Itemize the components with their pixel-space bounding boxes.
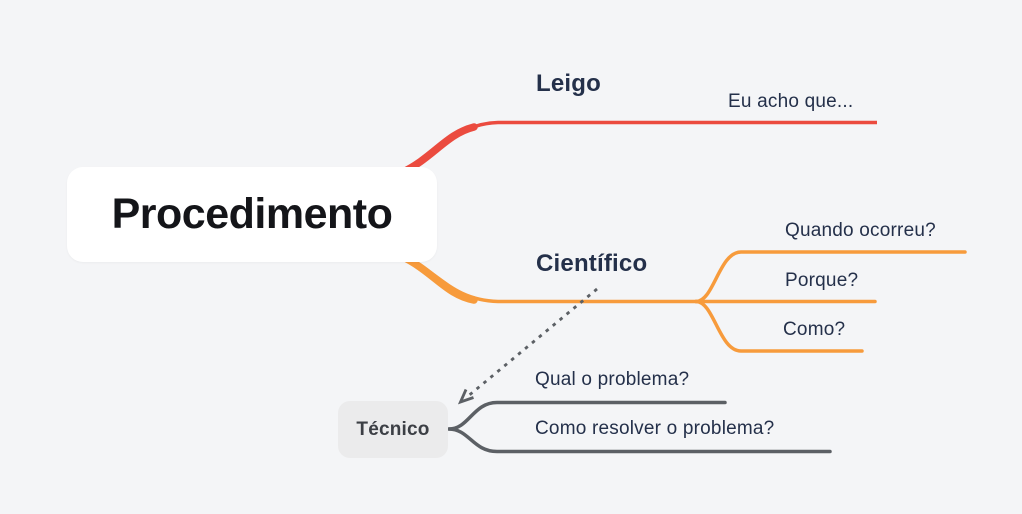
- relationship-dotted-line: [466, 287, 598, 399]
- relationship-arrowhead-icon: [457, 388, 474, 405]
- topic-cientifico[interactable]: Científico: [536, 250, 648, 277]
- subtopic-porque[interactable]: Porque?: [785, 270, 859, 291]
- subtopic-como[interactable]: Como?: [783, 319, 846, 340]
- como-line: [694, 299, 864, 353]
- topic-tecnico-label: Técnico: [356, 418, 430, 440]
- root-node-label: Procedimento: [111, 190, 393, 238]
- subtopic-qual-o-problema[interactable]: Qual o problema?: [535, 369, 690, 390]
- subtopic-como-resolver[interactable]: Como resolver o problema?: [535, 418, 775, 439]
- quando-ocorreu-line: [694, 250, 967, 304]
- subtopic-eu-acho-que[interactable]: Eu acho que...: [728, 91, 854, 112]
- topic-leigo[interactable]: Leigo: [536, 70, 601, 97]
- subtopic-quando-ocorreu[interactable]: Quando ocorreu?: [785, 220, 936, 241]
- cientifico-branch-taper: [397, 252, 478, 304]
- como-resolver-line: [447, 427, 832, 454]
- topic-tecnico-node[interactable]: Técnico: [338, 401, 448, 458]
- root-node-procedimento[interactable]: Procedimento: [67, 167, 437, 262]
